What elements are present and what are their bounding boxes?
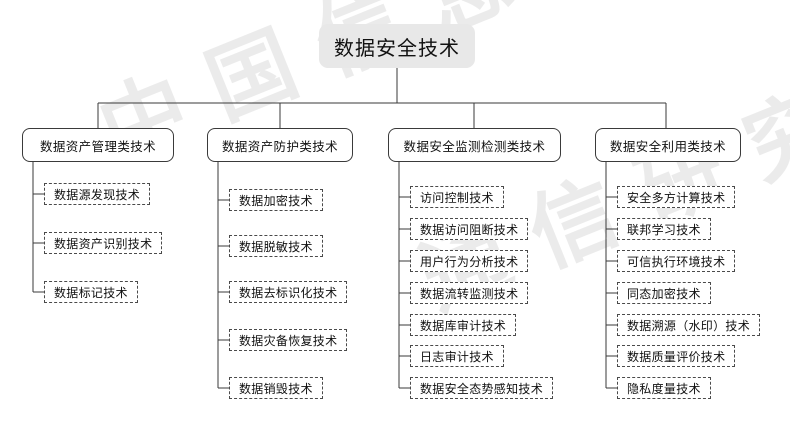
leaf-node-2-1[interactable]: 数据加密技术 xyxy=(229,189,323,211)
leaf-node-3-6[interactable]: 日志审计技术 xyxy=(410,345,504,367)
category-node-2[interactable]: 数据资产防护类技术 xyxy=(207,128,353,162)
leaf-node-2-3[interactable]: 数据去标识化技术 xyxy=(229,281,348,303)
leaf-node-3-1[interactable]: 访问控制技术 xyxy=(410,186,504,208)
leaf-node-3-5[interactable]: 数据库审计技术 xyxy=(410,314,517,336)
category-node-4[interactable]: 数据安全利用类技术 xyxy=(595,128,741,162)
leaf-node-4-6[interactable]: 数据质量评价技术 xyxy=(617,345,736,367)
category-node-3[interactable]: 数据安全监测检测类技术 xyxy=(388,128,561,162)
leaf-node-2-4[interactable]: 数据灾备恢复技术 xyxy=(229,329,348,351)
leaf-node-4-7[interactable]: 隐私度量技术 xyxy=(617,377,711,399)
leaf-node-4-1[interactable]: 安全多方计算技术 xyxy=(617,186,736,208)
leaf-node-1-3[interactable]: 数据标记技术 xyxy=(44,281,138,303)
leaf-node-3-4[interactable]: 数据流转监测技术 xyxy=(410,282,529,304)
root-node[interactable]: 数据安全技术 xyxy=(319,24,475,68)
leaf-node-2-2[interactable]: 数据脱敏技术 xyxy=(229,235,323,257)
leaf-node-2-5[interactable]: 数据销毁技术 xyxy=(229,377,323,399)
leaf-node-3-2[interactable]: 数据访问阻断技术 xyxy=(410,218,529,240)
leaf-node-4-5[interactable]: 数据溯源（水印）技术 xyxy=(617,314,761,336)
leaf-node-4-2[interactable]: 联邦学习技术 xyxy=(617,218,711,240)
leaf-node-3-7[interactable]: 数据安全态势感知技术 xyxy=(410,377,554,399)
leaf-node-3-3[interactable]: 用户行为分析技术 xyxy=(410,250,529,272)
leaf-node-4-4[interactable]: 同态加密技术 xyxy=(617,282,711,304)
leaf-node-1-2[interactable]: 数据资产识别技术 xyxy=(44,232,163,254)
category-node-1[interactable]: 数据资产管理类技术 xyxy=(22,128,174,162)
leaf-node-1-1[interactable]: 数据源发现技术 xyxy=(44,183,151,205)
leaf-node-4-3[interactable]: 可信执行环境技术 xyxy=(617,250,736,272)
